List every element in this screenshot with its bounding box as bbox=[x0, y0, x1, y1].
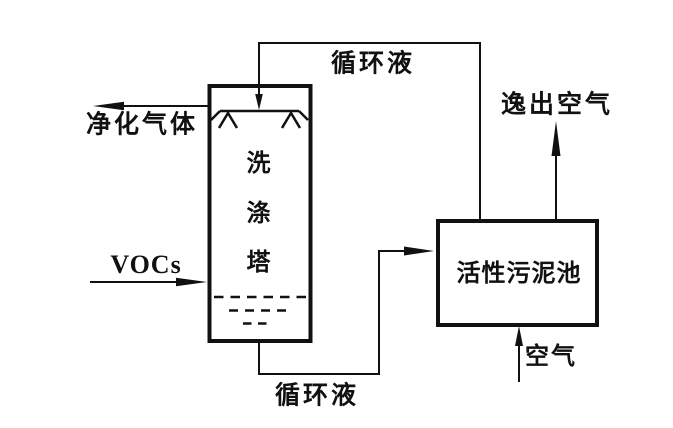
circulating-liquid-top-pipe bbox=[258, 42, 481, 219]
vocs-label: VOCs bbox=[110, 250, 182, 279]
circulating-liquid-top-label: 循环液 bbox=[330, 50, 416, 78]
circulating-liquid-bottom-pipe bbox=[258, 250, 408, 375]
escaped-air-arrowhead-icon bbox=[551, 121, 561, 156]
vocs-arrowhead-icon bbox=[176, 277, 207, 287]
tank-inlet-arrowhead-icon bbox=[404, 246, 434, 256]
spray-distributor-icon bbox=[210, 109, 309, 129]
air-inlet-label: 空气 bbox=[525, 344, 577, 370]
purified-gas-arrowhead-icon bbox=[93, 101, 124, 111]
escaped-air-label: 逸出空气 bbox=[500, 91, 614, 119]
circulating-liquid-bottom-label: 循环液 bbox=[274, 382, 360, 410]
purified-gas-label: 净化气体 bbox=[85, 111, 199, 139]
spray-feed-arrowhead-icon bbox=[255, 94, 263, 110]
liquid-level-dashes bbox=[214, 295, 306, 325]
scrubber-tower-label: 洗涤塔 bbox=[246, 151, 271, 276]
air-inlet-arrowhead-icon bbox=[515, 326, 523, 346]
sludge-tank-box bbox=[436, 219, 599, 327]
activated-sludge-tank-label: 活性污泥池 bbox=[456, 261, 582, 287]
